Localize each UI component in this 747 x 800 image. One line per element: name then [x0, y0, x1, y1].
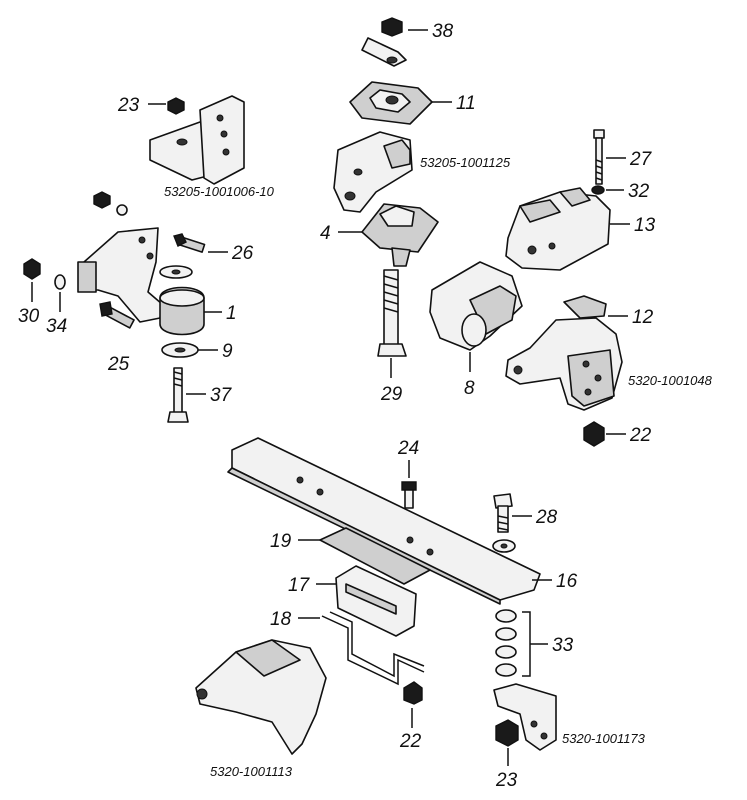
label-13: 13	[634, 215, 656, 236]
bolt-26	[173, 233, 206, 253]
bolt-24	[401, 481, 417, 509]
label-17: 17	[288, 575, 311, 596]
nut-22-lower	[403, 681, 423, 705]
bolt-25	[99, 301, 135, 329]
label-34: 34	[46, 316, 67, 337]
label-27: 27	[629, 149, 653, 170]
label-26: 26	[231, 243, 254, 264]
label-4: 4	[320, 223, 331, 244]
label-37: 37	[210, 385, 233, 406]
label-30: 30	[18, 306, 40, 327]
label-22-lower: 22	[399, 731, 422, 752]
label-16: 16	[556, 571, 578, 592]
mount-bracket-left	[77, 227, 163, 323]
cross-member-16	[227, 437, 541, 605]
bracket-5320-1001048	[505, 317, 623, 411]
washer-32	[591, 185, 605, 195]
washer-9	[161, 342, 199, 358]
code-53205-1001125: 53205-1001125	[420, 155, 511, 170]
bolt-29	[377, 269, 407, 357]
washers-33	[495, 609, 531, 677]
block-17	[335, 565, 417, 637]
label-8: 8	[464, 378, 475, 399]
bracket-5320-1001113	[195, 639, 327, 755]
nut-22-upper	[583, 421, 605, 447]
plate-12	[563, 295, 607, 319]
nut-23-lower	[495, 719, 519, 747]
label-32: 32	[628, 181, 650, 202]
nuts-top-left	[93, 191, 128, 216]
label-33: 33	[552, 635, 574, 656]
code-53205-1001006-10: 53205-1001006-10	[164, 184, 275, 199]
bracket-53205-1001125	[333, 131, 413, 213]
label-18: 18	[270, 609, 292, 630]
washer-9-top	[159, 265, 193, 279]
bracket-5320-1001173	[493, 683, 557, 751]
label-11: 11	[456, 93, 476, 114]
label-19: 19	[270, 531, 292, 552]
label-1: 1	[226, 303, 237, 324]
washer-34	[54, 274, 66, 290]
label-9: 9	[222, 341, 233, 362]
cushion-1	[159, 286, 205, 336]
label-25: 25	[107, 354, 130, 375]
label-23-top: 23	[117, 95, 140, 116]
label-29: 29	[380, 384, 403, 405]
label-23-lower: 23	[495, 770, 518, 791]
bracket-53205-1001006-10	[149, 95, 245, 185]
label-12: 12	[632, 307, 654, 328]
code-5320-1001048: 5320-1001048	[628, 373, 713, 388]
code-5320-1001173: 5320-1001173	[562, 731, 646, 746]
bolt-37	[167, 367, 189, 423]
cushion-8	[429, 261, 523, 351]
nut-38	[361, 17, 407, 67]
label-22-upper: 22	[629, 425, 652, 446]
label-38: 38	[432, 21, 454, 42]
cushion-4	[361, 203, 439, 267]
label-28: 28	[535, 507, 558, 528]
pad-11	[349, 81, 433, 125]
label-24: 24	[397, 438, 419, 459]
nut-30	[23, 258, 41, 280]
bolt-27	[593, 129, 605, 185]
bracket-13	[505, 187, 611, 271]
code-5320-1001113: 5320-1001113	[210, 764, 293, 779]
strap-18	[321, 611, 425, 686]
bolt-28	[492, 493, 516, 553]
pad-19	[319, 527, 431, 585]
